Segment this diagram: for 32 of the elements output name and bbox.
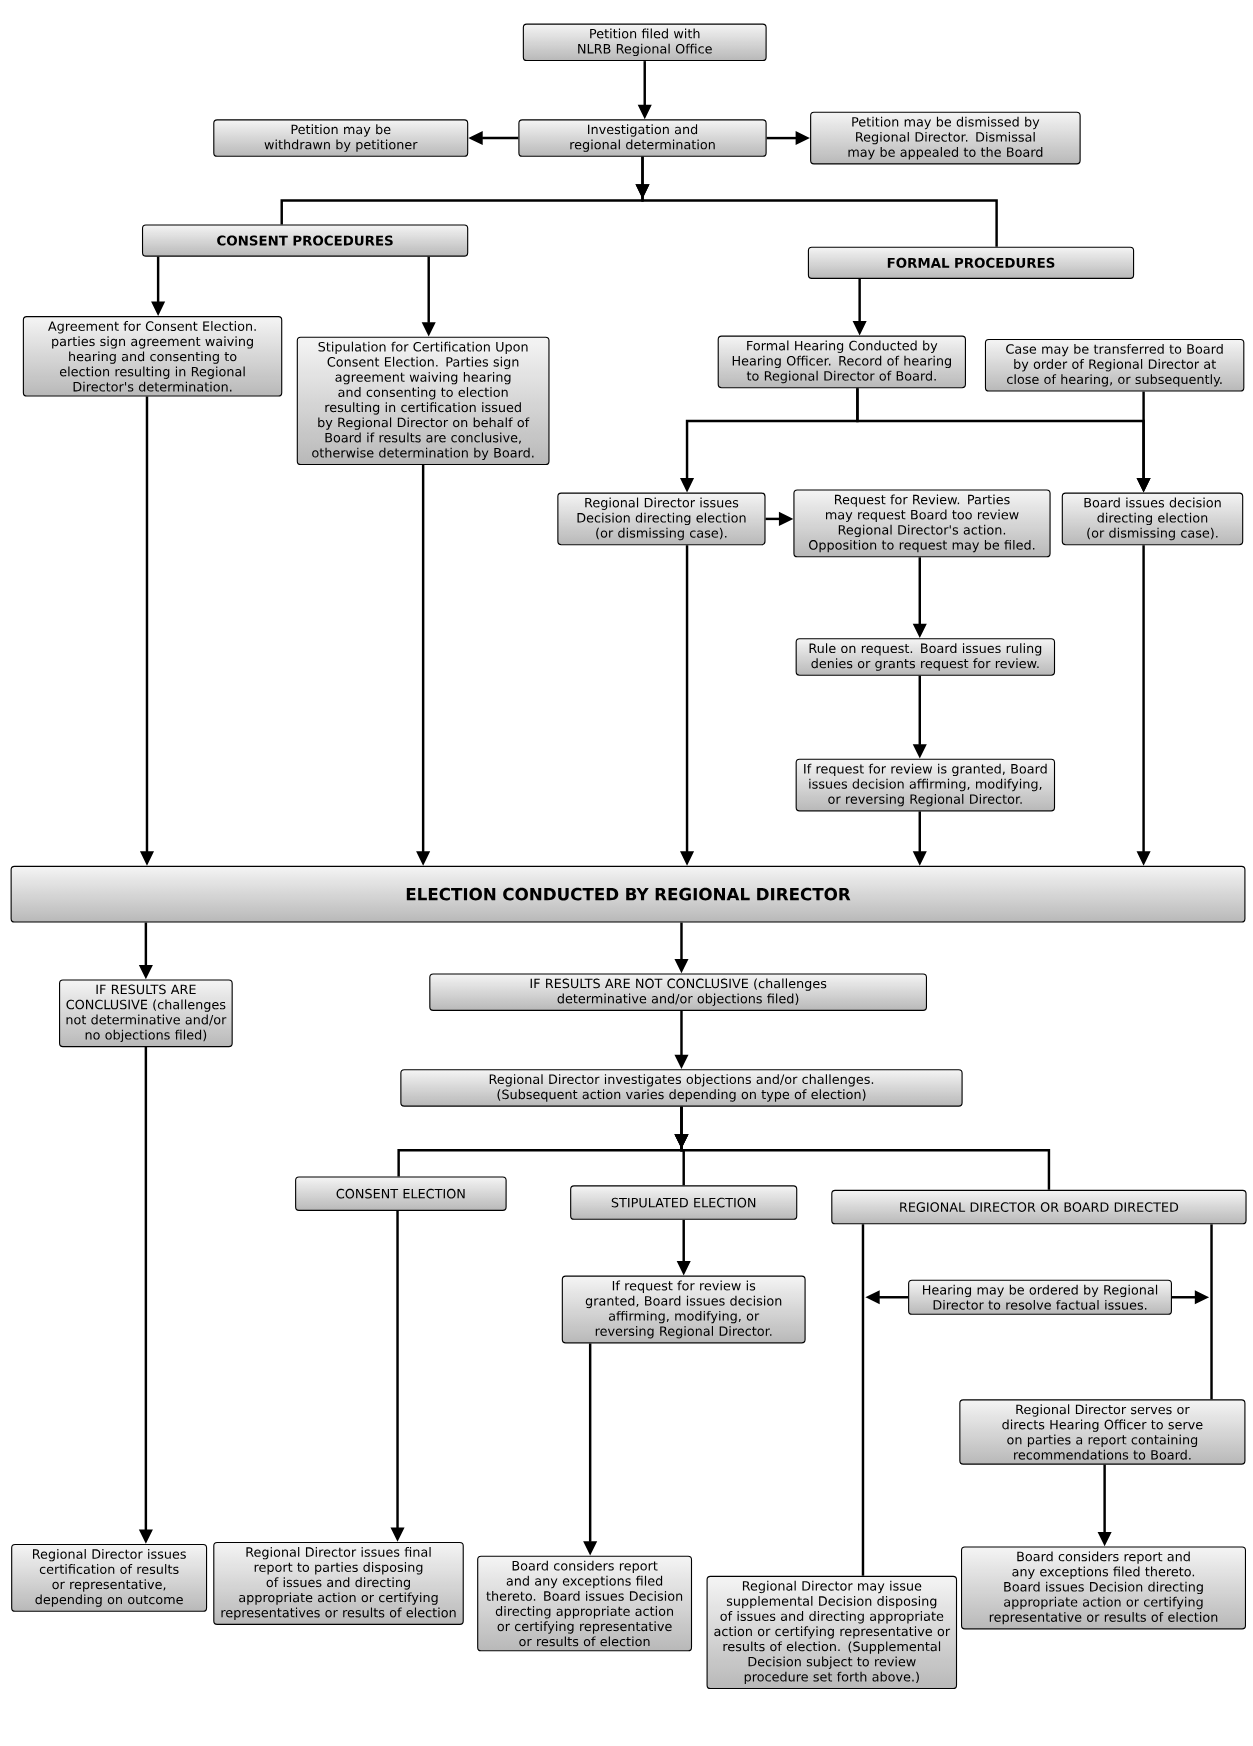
heading-box: CONSENT PROCEDURES [142, 224, 469, 257]
process-box: Board considers report and any exceptions filed thereto. Board issues Decision directing appropriate action or certifying representative or results of election [961, 1546, 1247, 1630]
heading-box: FORMAL PROCEDURES [808, 246, 1135, 279]
process-box: Board issues decision directing election (or dismissing case). [1061, 492, 1244, 546]
process-box: Stipulation for Certification Upon Consent Election. Parties sign agreement waiving hearing and consenting to election resulting in certification issued by Regional Director on behalf of Board if results are conclusive, otherwise determination by Board. [296, 336, 550, 466]
process-box: Petition may be dismissed by Regional Director. Dismissal may be appealed to the Board [810, 111, 1081, 165]
process-box: Regional Director issues Decision directing election (or dismissing case). [557, 492, 766, 546]
process-box: IF RESULTS ARE CONCLUSIVE (challenges not determinative and/or no objections filed) [59, 979, 233, 1048]
banner-box: ELECTION CONDUCTED BY REGIONAL DIRECTOR [10, 865, 1246, 923]
connector-line [1210, 1224, 1213, 1400]
process-box: Regional Director issues certification of results or representative, depending on outcome [11, 1543, 208, 1612]
process-box: Regional Director serves or directs Hearing Officer to serve on parties a report containing recommendations to Board. [959, 1399, 1246, 1465]
process-box: Petition may be withdrawn by petitioner [213, 119, 469, 157]
process-box: Case may be transferred to Board by order of Regional Director at close of hearing, or subsequently. [985, 338, 1245, 392]
process-box: IF RESULTS ARE NOT CONCLUSIVE (challenges determinative and/or objections filed) [429, 973, 928, 1011]
process-box: Regional Director issues final report to parties disposing of issues and directing appropriate action or certifying representatives or results of election [213, 1541, 464, 1625]
connector-line [861, 1224, 865, 1576]
process-box: Petition filed with NLRB Regional Office [522, 23, 767, 62]
heading-box: REGIONAL DIRECTOR OR BOARD DIRECTED [831, 1189, 1247, 1225]
process-box: Regional Director may issue supplemental Decision disposing of issues and directing appropriate action or certifying representative or results of election. (Supplemental Decision subject to review procedure set forth above.) [706, 1575, 958, 1690]
process-box: Agreement for Consent Election. parties sign agreement waiving hearing and consenting to election resulting in Regional Director's determination. [22, 316, 283, 397]
process-box: Regional Director investigates objections and/or challenges. (Subsequent action varies depending on type of election) [400, 1069, 963, 1107]
process-box: Hearing may be ordered by Regional Director to resolve factual issues. [908, 1279, 1173, 1315]
heading-box: CONSENT ELECTION [295, 1176, 507, 1211]
process-box: Board considers report and any exceptions filed thereto. Board issues Decision directing appropriate action or certifying representative or results of election [477, 1555, 693, 1652]
process-box: Investigation and regional determination [518, 119, 767, 157]
heading-box: STIPULATED ELECTION [570, 1185, 798, 1220]
process-box: Request for Review. Parties may request Board too review Regional Director's action. Opposition to request may be filed. [793, 489, 1051, 558]
process-box: Rule on request. Board issues ruling denies or grants request for review. [795, 638, 1056, 676]
process-box: If request for review is granted, Board issues decision affirming, modifying, or reversing Regional Director. [561, 1275, 806, 1344]
process-box: Formal Hearing Conducted by Hearing Officer. Record of hearing to Regional Director of Board. [717, 335, 967, 389]
process-box: If request for review is granted, Board issues decision affirming, modifying, or reversing Regional Director. [795, 758, 1056, 812]
